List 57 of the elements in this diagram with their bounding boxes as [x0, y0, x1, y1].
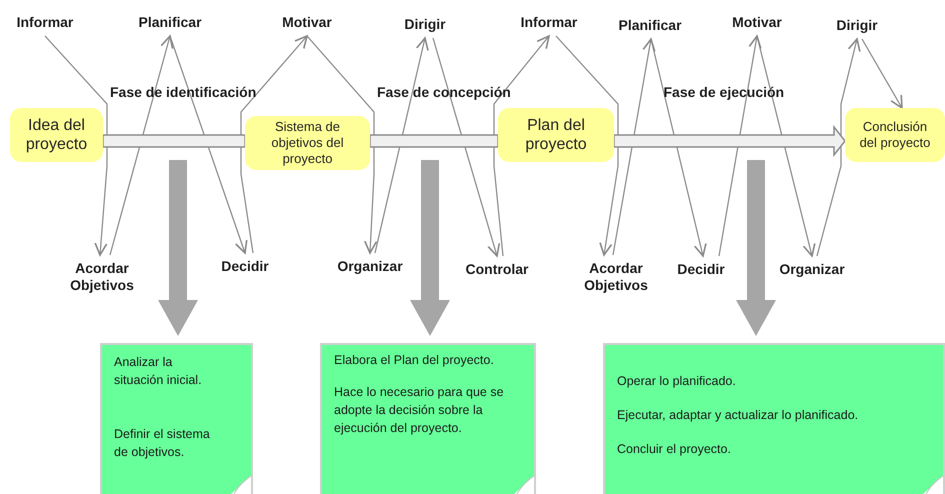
- milestone-box: [845, 108, 945, 162]
- note-card: [100, 343, 253, 494]
- arrow: [556, 36, 619, 256]
- phase-label: Fase de identificación: [110, 84, 256, 100]
- arrow: [756, 36, 816, 257]
- activity-label: Acordar Objetivos: [57, 260, 147, 294]
- note-text: Analizar la situación inicial.: [114, 354, 203, 389]
- activity-label: Organizar: [328, 258, 412, 275]
- phase-label: Fase de ejecución: [664, 84, 784, 100]
- block-arrow: [613, 124, 846, 158]
- arrow: [718, 35, 762, 256]
- arrow: [816, 38, 861, 256]
- milestone-box: [245, 116, 370, 170]
- activity-label: Informar: [509, 14, 589, 31]
- arrow: [240, 35, 308, 254]
- activity-label: Motivar: [722, 14, 792, 31]
- activity-label: Dirigir: [395, 16, 455, 33]
- milestone-label: Idea del proyecto: [24, 116, 88, 154]
- note-card: [603, 343, 945, 494]
- arrow: [493, 35, 550, 256]
- note-text: Operar lo planificado.: [617, 373, 737, 390]
- activity-label: Acordar Objetivos: [571, 260, 661, 294]
- activity-label: Dirigir: [827, 17, 887, 34]
- note-text: Elabora el Plan del proyecto.: [334, 352, 495, 369]
- down-arrow: [736, 160, 776, 336]
- milestone-label: Sistema de objetivos del proyecto: [270, 119, 345, 167]
- milestone-label: Conclusión del proyecto: [859, 119, 931, 151]
- note-text: Concluir el proyecto.: [617, 441, 732, 458]
- down-arrow: [158, 160, 198, 336]
- timeline-bar: [369, 134, 499, 148]
- note-text: Definir el sistema de objetivos.: [114, 426, 211, 461]
- activity-label: Decidir: [666, 261, 736, 278]
- activity-label: Controlar: [455, 261, 539, 278]
- activity-label: Organizar: [770, 261, 854, 278]
- arrow: [169, 36, 248, 254]
- activity-label: Decidir: [210, 258, 280, 275]
- note-card: [320, 343, 536, 494]
- note-text: Ejecutar, adaptar y actualizar lo planificado.: [617, 407, 860, 424]
- milestone-box: [10, 108, 103, 162]
- milestone-label: Plan del proyecto: [524, 116, 588, 154]
- activity-label: Planificar: [128, 14, 212, 31]
- arrow: [306, 36, 378, 254]
- arrow: [650, 38, 707, 257]
- timeline-bar: [102, 134, 246, 148]
- down-arrow: [410, 160, 450, 336]
- arrow: [432, 38, 500, 257]
- arrow: [861, 38, 903, 109]
- arrow: [44, 36, 108, 256]
- activity-label: Planificar: [608, 17, 692, 34]
- activity-label: Informar: [5, 14, 85, 31]
- activity-label: Motivar: [272, 14, 342, 31]
- arrow: [612, 38, 656, 256]
- note-text: Hace lo necesario para que se adopte la decisión sobre la ejecución del proyecto.: [334, 384, 505, 437]
- arrow: [374, 37, 429, 254]
- milestone-box: [498, 108, 614, 162]
- arrow: [109, 35, 174, 256]
- phase-label: Fase de concepción: [377, 84, 511, 100]
